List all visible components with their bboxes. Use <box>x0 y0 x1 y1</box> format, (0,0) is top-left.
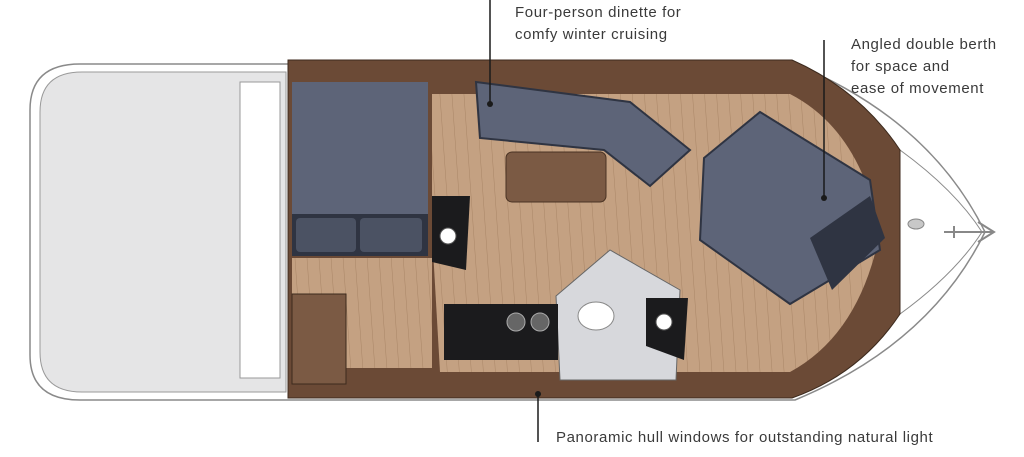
cushion-left <box>296 218 356 252</box>
hob-2 <box>530 312 550 332</box>
callout-text: comfy winter cruising <box>515 26 668 43</box>
anchor-icon <box>944 221 996 243</box>
forward-berth-storage <box>810 196 885 290</box>
callout-text: Angled double berth <box>851 36 997 53</box>
dinette-seat <box>474 80 692 188</box>
cushion-right <box>360 218 422 252</box>
callout-text: Panoramic hull windows for outstanding n… <box>556 429 934 446</box>
leader-dot <box>821 195 827 201</box>
callout-text: for space and <box>851 58 950 75</box>
sink-basin-fwd <box>655 313 673 331</box>
aft-deck <box>39 71 287 393</box>
sink-basin <box>439 227 457 245</box>
cleat-icon <box>907 218 925 230</box>
leader-dot <box>535 391 541 397</box>
callout-windows: Panoramic hull windows for outstanding n… <box>556 427 933 449</box>
callout-dinette: Four-person dinette for comfy winter cru… <box>515 2 681 46</box>
galley <box>444 304 558 360</box>
leader-dot <box>487 101 493 107</box>
callout-text: ease of movement <box>851 80 984 97</box>
dinette-table <box>505 151 607 203</box>
hob-1 <box>506 312 526 332</box>
callout-berth: Angled double berth for space and ease o… <box>851 34 997 100</box>
aft-cabinet <box>291 293 347 385</box>
callout-text: Four-person dinette for <box>515 4 682 21</box>
toilet <box>577 301 615 331</box>
deck-hatch <box>239 81 281 379</box>
